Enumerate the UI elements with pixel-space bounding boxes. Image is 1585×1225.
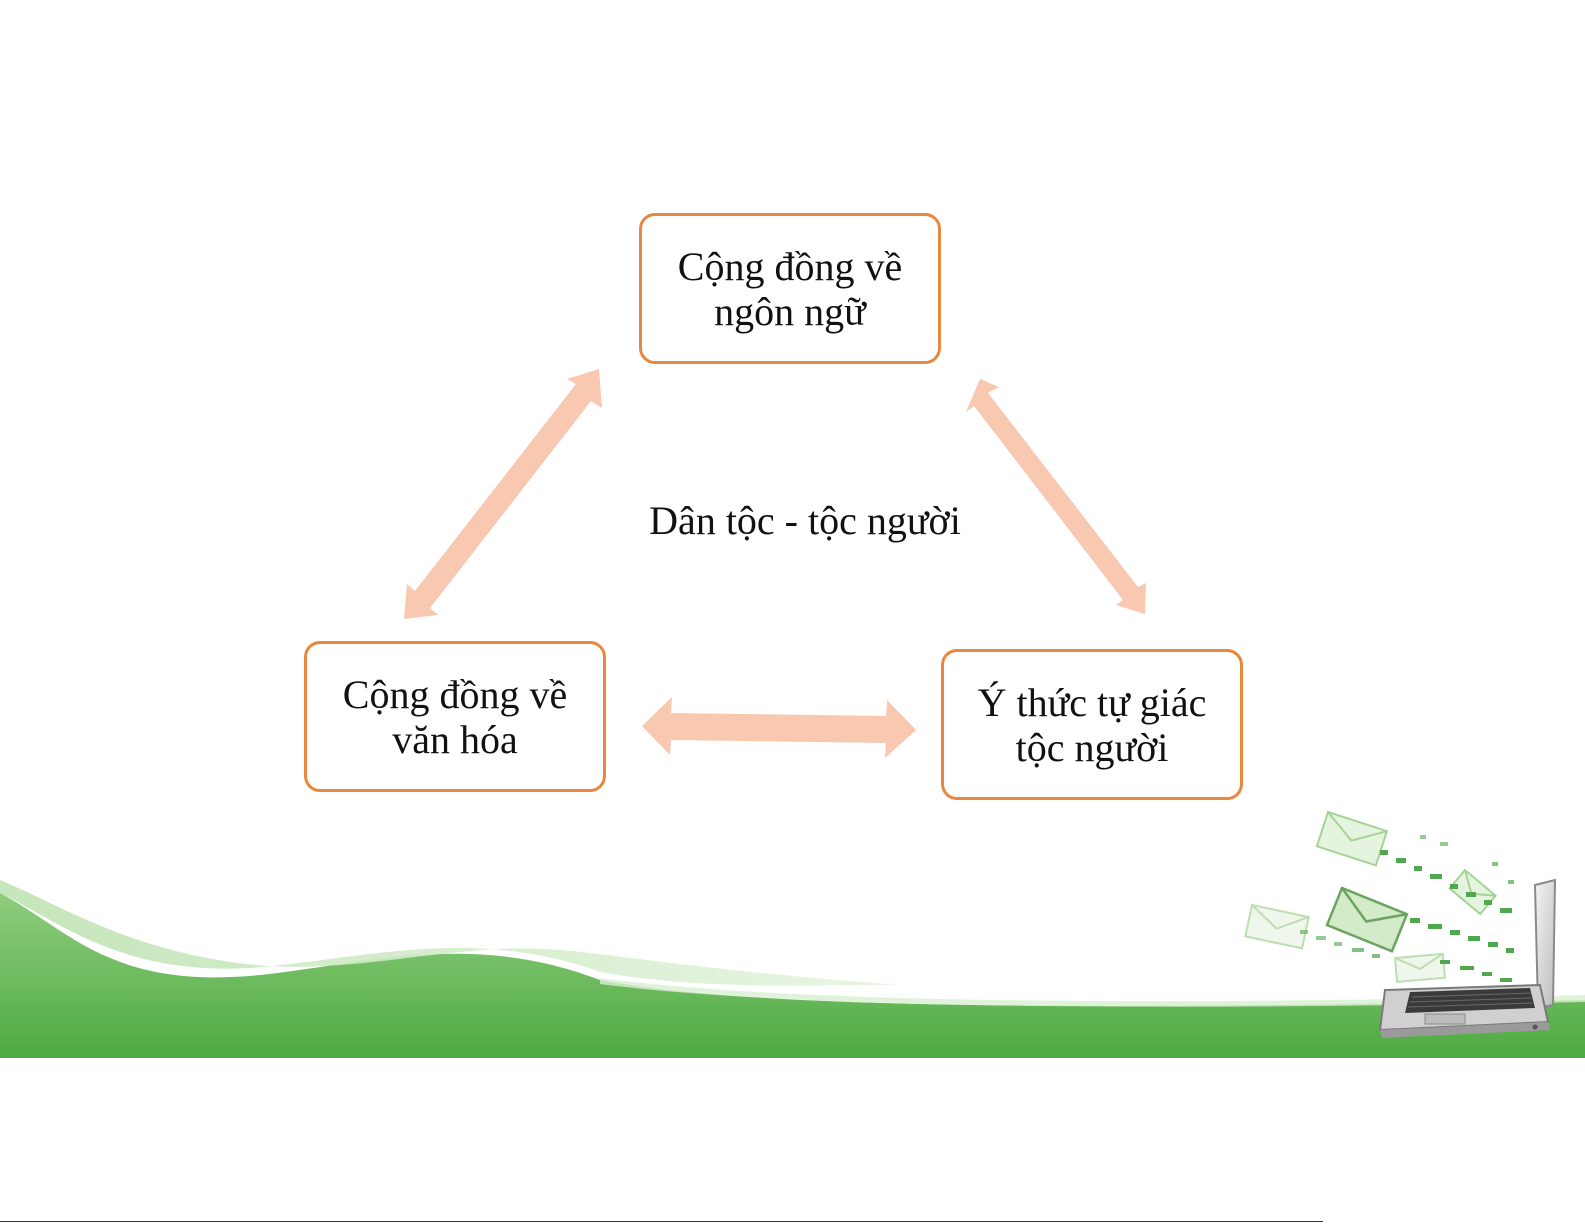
- node-ethnic-self-awareness: Ý thức tự giác tộc người: [941, 649, 1243, 800]
- double-arrow-icon: [404, 369, 602, 619]
- node-label-line: Cộng đồng về: [678, 244, 902, 289]
- node-label-line: Ý thức tự giác: [978, 680, 1207, 725]
- node-label-line: văn hóa: [343, 717, 567, 762]
- double-arrow-icon: [642, 697, 916, 758]
- node-culture-community: Cộng đồng về văn hóa: [304, 641, 606, 792]
- node-language-community: Cộng đồng về ngôn ngữ: [639, 213, 941, 364]
- node-label-line: Cộng đồng về: [343, 672, 567, 717]
- node-label-line: tộc người: [978, 725, 1207, 770]
- center-label: Dân tộc - tộc người: [600, 497, 1010, 544]
- envelope-icon: [1245, 812, 1514, 982]
- node-label-line: ngôn ngữ: [678, 289, 902, 334]
- footer-divider: [0, 1221, 1323, 1222]
